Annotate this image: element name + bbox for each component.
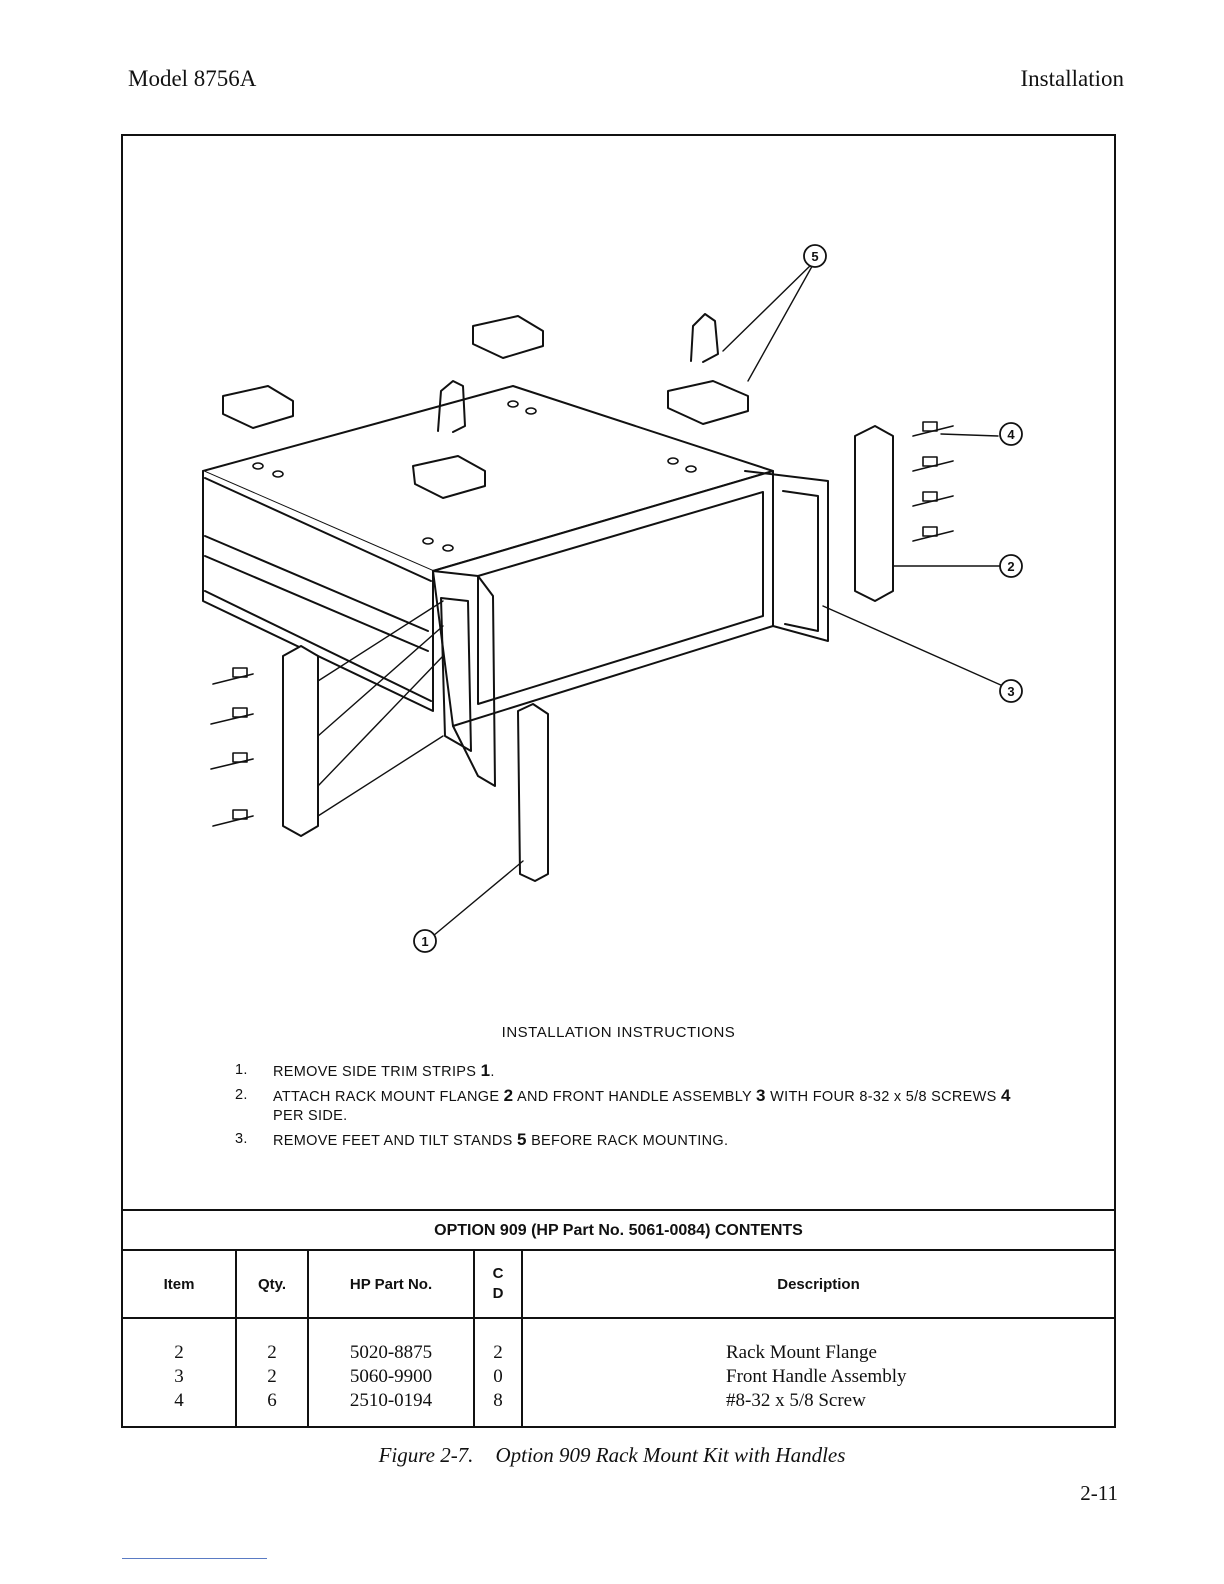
table-cell: 8	[493, 1390, 503, 1411]
table-cell: 2	[267, 1366, 277, 1387]
column-cd: C D 2 0 8	[475, 1251, 523, 1428]
step-ref: 5	[516, 1130, 527, 1149]
table-cell: Front Handle Assembly	[726, 1366, 907, 1387]
part-cells: 5020-8875 5060-9900 2510-0194	[309, 1341, 473, 1413]
header-item: Item	[123, 1251, 235, 1319]
rack-mount-exploded-diagram: 5 4 2 3 1	[202, 244, 1023, 953]
header-qty: Qty.	[237, 1251, 307, 1319]
description-cells: Rack Mount Flange Front Handle Assembly …	[523, 1341, 1114, 1413]
footer-rule	[122, 1558, 267, 1559]
step-text: REMOVE SIDE TRIM STRIPS	[273, 1064, 477, 1080]
qty-cells: 2 2 6	[237, 1341, 307, 1413]
column-part: HP Part No. 5020-8875 5060-9900 2510-019…	[309, 1251, 475, 1428]
table-cell: 5060-9900	[349, 1366, 433, 1387]
instructions-title: INSTALLATION INSTRUCTIONS	[501, 1024, 736, 1041]
instruction-step: 2. ATTACH RACK MOUNT FLANGE 2 AND FRONT …	[235, 1086, 1035, 1126]
figure-number: Figure 2-7.	[378, 1443, 474, 1467]
table-cell: 2	[174, 1342, 184, 1363]
table-cell: 0	[493, 1366, 503, 1387]
instructions-list: 1. REMOVE SIDE TRIM STRIPS 1. 2. ATTACH …	[235, 1061, 1035, 1155]
header-model: Model 8756A	[128, 66, 257, 91]
figure-caption: Figure 2-7. Option 909 Rack Mount Kit wit…	[0, 1443, 1224, 1468]
column-item: Item 2 3 4	[123, 1251, 237, 1428]
step-ref-2: 3	[756, 1086, 766, 1105]
figure-title: Option 909 Rack Mount Kit with Handles	[495, 1443, 846, 1467]
step-number: 1.	[235, 1062, 248, 1078]
table-title: OPTION 909 (HP Part No. 5061-0084) CONTE…	[123, 1211, 1114, 1251]
callout-1: 1	[421, 934, 428, 949]
step-ref: 2	[503, 1086, 514, 1105]
callout-4: 4	[1007, 427, 1015, 442]
column-qty: Qty. 2 2 6	[237, 1251, 309, 1428]
table-cell: 6	[267, 1390, 277, 1411]
table-cell: #8-32 x 5/8 Screw	[726, 1390, 866, 1411]
step-ref-3: 4	[1000, 1086, 1011, 1105]
step-text: REMOVE FEET AND TILT STANDS	[273, 1133, 513, 1149]
header-description: Description	[523, 1251, 1114, 1319]
step-ref: 1	[480, 1061, 491, 1080]
contents-table: OPTION 909 (HP Part No. 5061-0084) CONTE…	[123, 1209, 1114, 1428]
step-number: 2.	[235, 1087, 248, 1103]
step-text-mid: AND FRONT HANDLE ASSEMBLY	[516, 1089, 752, 1105]
page-number: 2-11	[1080, 1481, 1118, 1505]
table-cell: Rack Mount Flange	[726, 1342, 877, 1363]
step-tail: .	[490, 1064, 495, 1080]
header-part: HP Part No.	[309, 1251, 473, 1319]
header-cd: C D	[475, 1251, 521, 1319]
table-cell: 5020-8875	[349, 1342, 433, 1363]
table-cell: 4	[174, 1390, 184, 1411]
callout-2: 2	[1007, 559, 1014, 574]
instruction-step: 1. REMOVE SIDE TRIM STRIPS 1.	[235, 1061, 1035, 1082]
instruction-step: 3. REMOVE FEET AND TILT STANDS 5 BEFORE …	[235, 1130, 1035, 1151]
table-cell: 2	[493, 1342, 503, 1363]
step-text: ATTACH RACK MOUNT FLANGE	[273, 1089, 500, 1105]
table-cell: 2	[267, 1342, 277, 1363]
cd-cells: 2 0 8	[475, 1341, 521, 1413]
column-description: Description Rack Mount Flange Front Hand…	[523, 1251, 1114, 1428]
item-cells: 2 3 4	[123, 1341, 235, 1413]
callout-3: 3	[1007, 684, 1014, 699]
step-text-mid-2: WITH FOUR 8-32 x 5/8 SCREWS	[770, 1089, 997, 1105]
figure-frame: 5 4 2 3 1 INSTALLATION INSTRUCTIONS 1. R…	[121, 134, 1116, 1428]
header-cd-bottom: D	[492, 1285, 504, 1302]
step-number: 3.	[235, 1131, 248, 1147]
step-tail: PER SIDE.	[273, 1108, 348, 1124]
step-tail: BEFORE RACK MOUNTING.	[531, 1133, 729, 1149]
table-cell: 2510-0194	[349, 1390, 433, 1411]
header-cd-top: C	[492, 1265, 504, 1282]
table-cell: 3	[174, 1366, 184, 1387]
callout-5: 5	[811, 249, 818, 264]
header-section: Installation	[1020, 66, 1124, 91]
